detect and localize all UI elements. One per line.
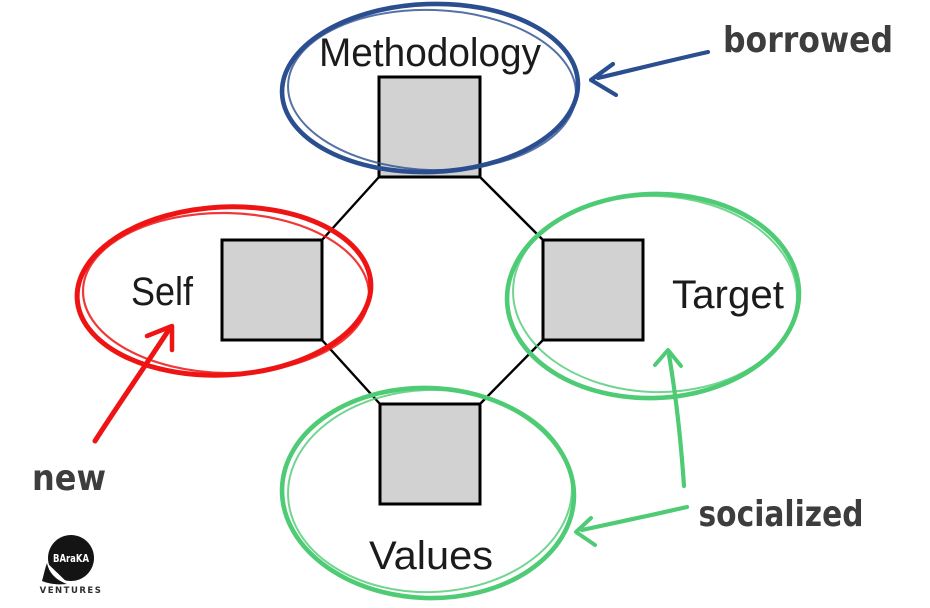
square-self: [220, 238, 324, 342]
node-squares: [220, 75, 645, 506]
logo-circle: [48, 535, 94, 581]
annotation-socialized: socialized: [699, 494, 864, 535]
octagon-links: [321, 176, 544, 405]
arrow-new: [92, 323, 175, 444]
node-label-methodology: Methodology: [319, 31, 541, 75]
node-label-target: Target: [672, 273, 784, 317]
square-values: [378, 402, 482, 506]
logo-subtitle-text: VENTURES: [40, 586, 103, 596]
baraka-ventures-logo: BAraKA VENTURES: [38, 535, 103, 596]
square-methodology: [377, 75, 482, 179]
annotation-borrowed: borrowed: [723, 20, 893, 61]
ellipse-target: [504, 191, 802, 401]
logo-brand-text: BAraKA: [53, 553, 90, 565]
arrow-socialized-to-values: [574, 504, 690, 547]
link-bottom-right: [479, 339, 544, 405]
ellipse-methodology: [279, 1, 581, 175]
arrow-borrowed: [588, 49, 711, 98]
node-label-self: Self: [131, 270, 194, 314]
link-top-right: [479, 176, 544, 241]
arrow-socialized-to-target: [653, 348, 687, 489]
ellipse-self: [74, 204, 374, 378]
ellipse-values: [279, 385, 577, 601]
square-target: [541, 238, 645, 342]
node-label-values: Values: [369, 534, 493, 578]
annotation-new: new: [32, 458, 106, 499]
logo-curl-flap: [42, 563, 67, 585]
